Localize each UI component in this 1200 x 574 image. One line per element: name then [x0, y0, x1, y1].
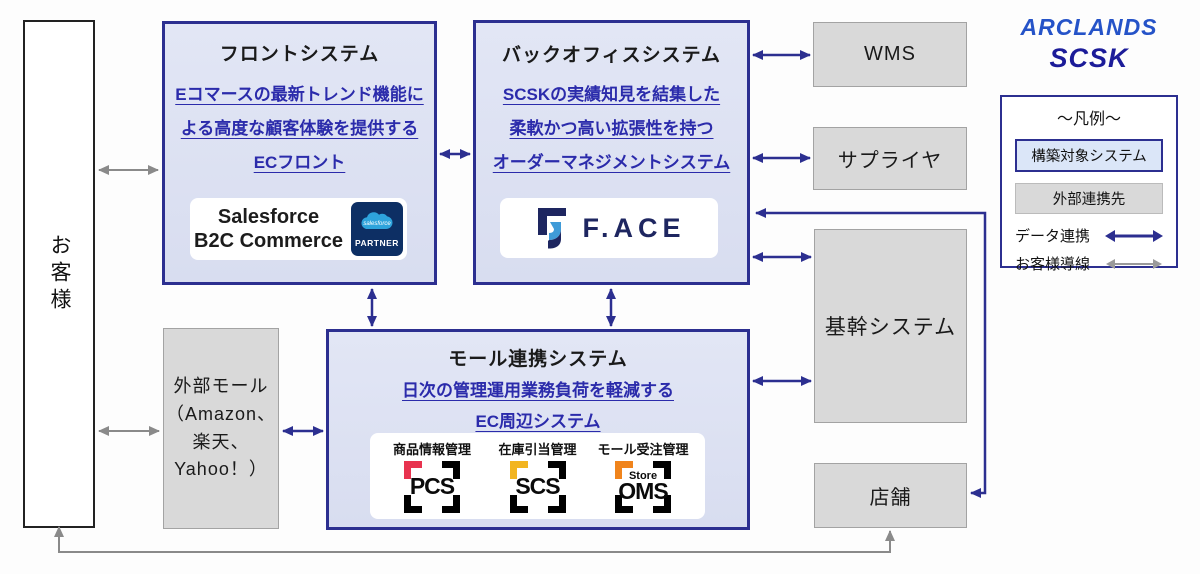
- legend-customer-flow-label: お客様導線: [1015, 256, 1091, 273]
- pcs-accent-corner: [404, 461, 422, 479]
- front-system-desc-line: よる高度な顧客体験を提供する: [180, 119, 419, 138]
- back-office-title: バックオフィスシステム: [501, 45, 722, 66]
- mall-system-title: モール連携システム: [448, 349, 628, 370]
- legend-title: ～凡例～: [1056, 111, 1121, 128]
- arclands-logo: ARCLANDS: [1020, 14, 1158, 40]
- mall-system-desc-line: 日次の管理運用業務負荷を軽減する: [402, 381, 674, 400]
- customer-label: お客様: [48, 233, 71, 315]
- salesforce-logo: Salesforce B2C Commerce salesforce PARTN…: [190, 198, 407, 260]
- external-mall-box: 外部モール （Amazon、 楽天、 Yahoo！）: [163, 328, 279, 529]
- oms-accent-corner: [615, 461, 633, 479]
- back-office-desc-line: 柔軟かつ高い拡張性を持つ: [509, 119, 714, 138]
- legend-data-link-label: データ連携: [1015, 228, 1091, 245]
- mall-products-plate: 商品情報管理 PCS 在庫引当管理 SCS: [370, 433, 705, 519]
- salesforce-partner-badge: salesforce PARTNER: [350, 202, 403, 256]
- pcs-logo: PCS: [404, 461, 460, 513]
- legend-built-system: 構築対象システム: [1015, 139, 1163, 172]
- product-scs: 在庫引当管理 SCS: [488, 439, 588, 513]
- data-link-arrow-icon: [1105, 229, 1163, 242]
- scs-accent-corner: [509, 461, 528, 479]
- face-logo-text: F.ACE: [582, 212, 686, 243]
- brand-logos: ARCLANDS SCSK: [1000, 14, 1178, 74]
- front-system-desc-line: Eコマースの最新トレンド機能に: [175, 85, 424, 104]
- scs-logo: SCS: [509, 461, 566, 513]
- scsk-logo: SCSK: [1049, 43, 1129, 73]
- back-office-desc-line: オーダーマネジメントシステム: [492, 153, 731, 172]
- customer-store-flow: [54, 526, 895, 553]
- svg-text:salesforce: salesforce: [363, 221, 391, 227]
- store-box: 店舗: [814, 463, 967, 528]
- salesforce-cloud-icon: salesforce: [361, 211, 393, 229]
- legend-external-partner: 外部連携先: [1015, 183, 1163, 214]
- face-logo-mark: [538, 208, 567, 249]
- partner-label: PARTNER: [354, 237, 399, 248]
- mall-system-desc-line: EC周辺システム: [475, 412, 601, 431]
- face-logo: F.ACE: [500, 198, 718, 258]
- customer-box: お客様: [23, 20, 95, 528]
- salesforce-logo-text: Salesforce B2C Commerce: [194, 206, 343, 252]
- back-office-desc-line: SCSKの実績知見を結集した: [502, 85, 721, 104]
- front-system-desc-line: ECフロント: [253, 153, 346, 172]
- front-system-title: フロントシステム: [219, 44, 380, 65]
- legend-box: ～凡例～ 構築対象システム 外部連携先 データ連携 お客様導線: [1000, 95, 1178, 273]
- wms-box: WMS: [813, 22, 967, 87]
- supplier-box: サプライヤ: [813, 127, 967, 190]
- customer-flow-arrow-icon: [1106, 258, 1162, 269]
- product-pcs: 商品情報管理 PCS: [382, 439, 482, 513]
- core-system-box: 基幹システム: [814, 229, 967, 423]
